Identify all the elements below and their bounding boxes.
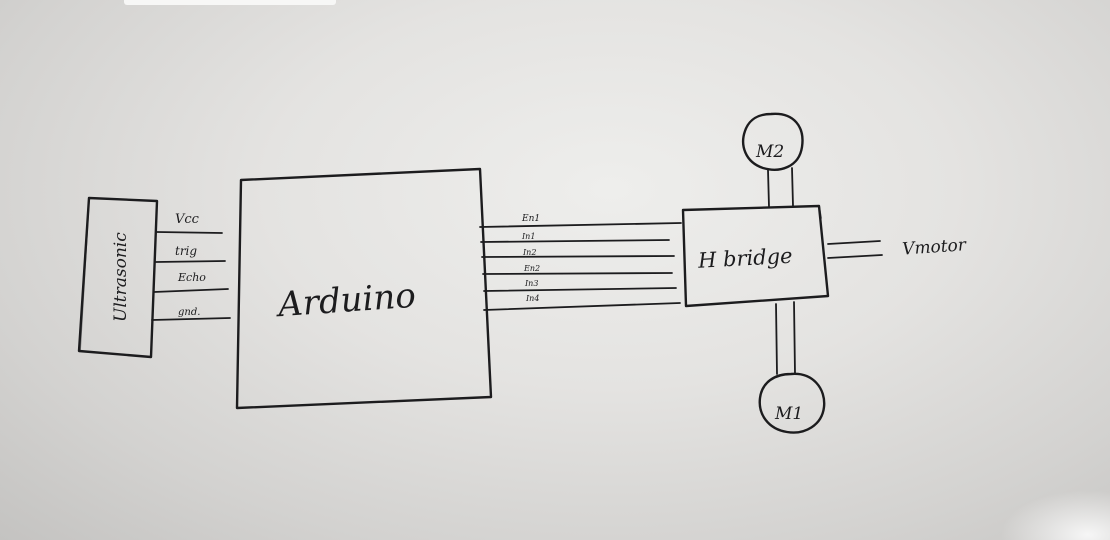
ultrasonic-block: Ultrasonic: [77, 196, 159, 359]
bus-label-in2: In2: [522, 248, 536, 257]
arduino-label: Arduino: [274, 276, 417, 326]
pin-echo-label: Echo: [177, 271, 206, 284]
ultrasonic-label: Ultrasonic: [111, 232, 131, 322]
motor-top: M2: [741, 112, 804, 208]
bus-label-en1: En1: [521, 214, 540, 224]
bus-label-en2: En2: [523, 264, 540, 273]
motor-bottom: M1: [758, 301, 826, 434]
sensor-pin-labels: Vcc trig Echo gnd.: [175, 212, 206, 318]
pin-vcc-label: Vcc: [175, 212, 200, 227]
bus-label-in4: In4: [525, 294, 539, 303]
paper-tab: [124, 0, 336, 5]
supply-label: Vmotor: [902, 235, 968, 259]
hbridge-block: H bridge: [681, 204, 830, 308]
sensor-wires: [151, 231, 231, 321]
motor-supply: Vmotor: [827, 235, 968, 260]
pin-trig-label: trig: [175, 244, 197, 258]
motor-bottom-label: M1: [774, 404, 803, 424]
arduino-block: Arduino: [235, 167, 493, 410]
hbridge-label: H bridge: [696, 244, 793, 273]
control-bus-wires: [479, 222, 682, 311]
motor-top-label: M2: [755, 142, 784, 162]
bus-label-in1: In1: [521, 232, 535, 241]
pin-gnd-label: gnd.: [178, 307, 200, 318]
light-glare: [1000, 490, 1110, 540]
control-bus-labels: En1 In1 In2 En2 In3 In4: [521, 214, 540, 303]
bus-label-in3: In3: [524, 279, 538, 288]
